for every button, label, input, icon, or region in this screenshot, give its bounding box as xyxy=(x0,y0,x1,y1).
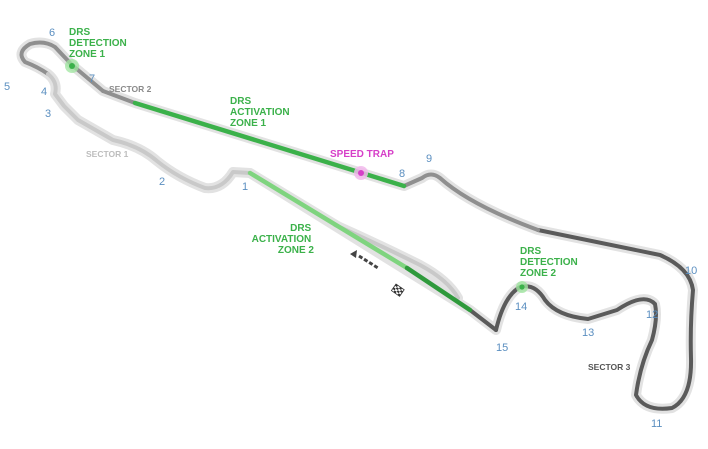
turn-2: 2 xyxy=(159,176,165,188)
turn-15: 15 xyxy=(496,342,508,354)
turn-5: 5 xyxy=(4,81,10,93)
drs-activation-zone-2-track-dark xyxy=(404,265,473,313)
turn-3: 3 xyxy=(45,108,51,120)
sector-2-label: SECTOR 2 xyxy=(109,84,152,94)
turn-12: 12 xyxy=(646,309,658,321)
sector-1-track xyxy=(46,72,460,300)
turn-7: 7 xyxy=(89,73,95,85)
turn-8: 8 xyxy=(399,168,405,180)
sector-2-track xyxy=(19,40,540,232)
turn-10: 10 xyxy=(685,265,697,277)
drs-detection-zone-1-label: DRS DETECTION ZONE 1 xyxy=(69,27,130,60)
drs-detection-zone-2-label: DRS DETECTION ZONE 2 xyxy=(520,246,581,279)
turn-9: 9 xyxy=(426,153,432,165)
turn-11: 11 xyxy=(651,418,662,430)
sector-3-track xyxy=(468,228,695,411)
checkered-flag-icon xyxy=(390,283,405,297)
turn-14: 14 xyxy=(515,301,527,313)
direction-arrow-icon xyxy=(350,250,379,270)
drs-activation-zone-2-label: DRS ACTIVATION ZONE 2 xyxy=(252,223,315,256)
turn-6: 6 xyxy=(49,27,55,39)
turn-13: 13 xyxy=(582,327,594,339)
speed-trap-label: SPEED TRAP xyxy=(330,149,394,160)
drs-activation-zone-1-label: DRS ACTIVATION ZONE 1 xyxy=(230,96,292,129)
drs-activation-zone-2-track-light xyxy=(247,170,410,271)
turn-numbers: 1 2 3 4 5 6 7 8 9 10 11 12 13 14 15 xyxy=(4,27,697,430)
turn-4: 4 xyxy=(41,86,47,98)
turn-1: 1 xyxy=(242,181,248,193)
sector-1-label: SECTOR 1 xyxy=(86,149,129,159)
sector-3-label: SECTOR 3 xyxy=(588,362,631,372)
